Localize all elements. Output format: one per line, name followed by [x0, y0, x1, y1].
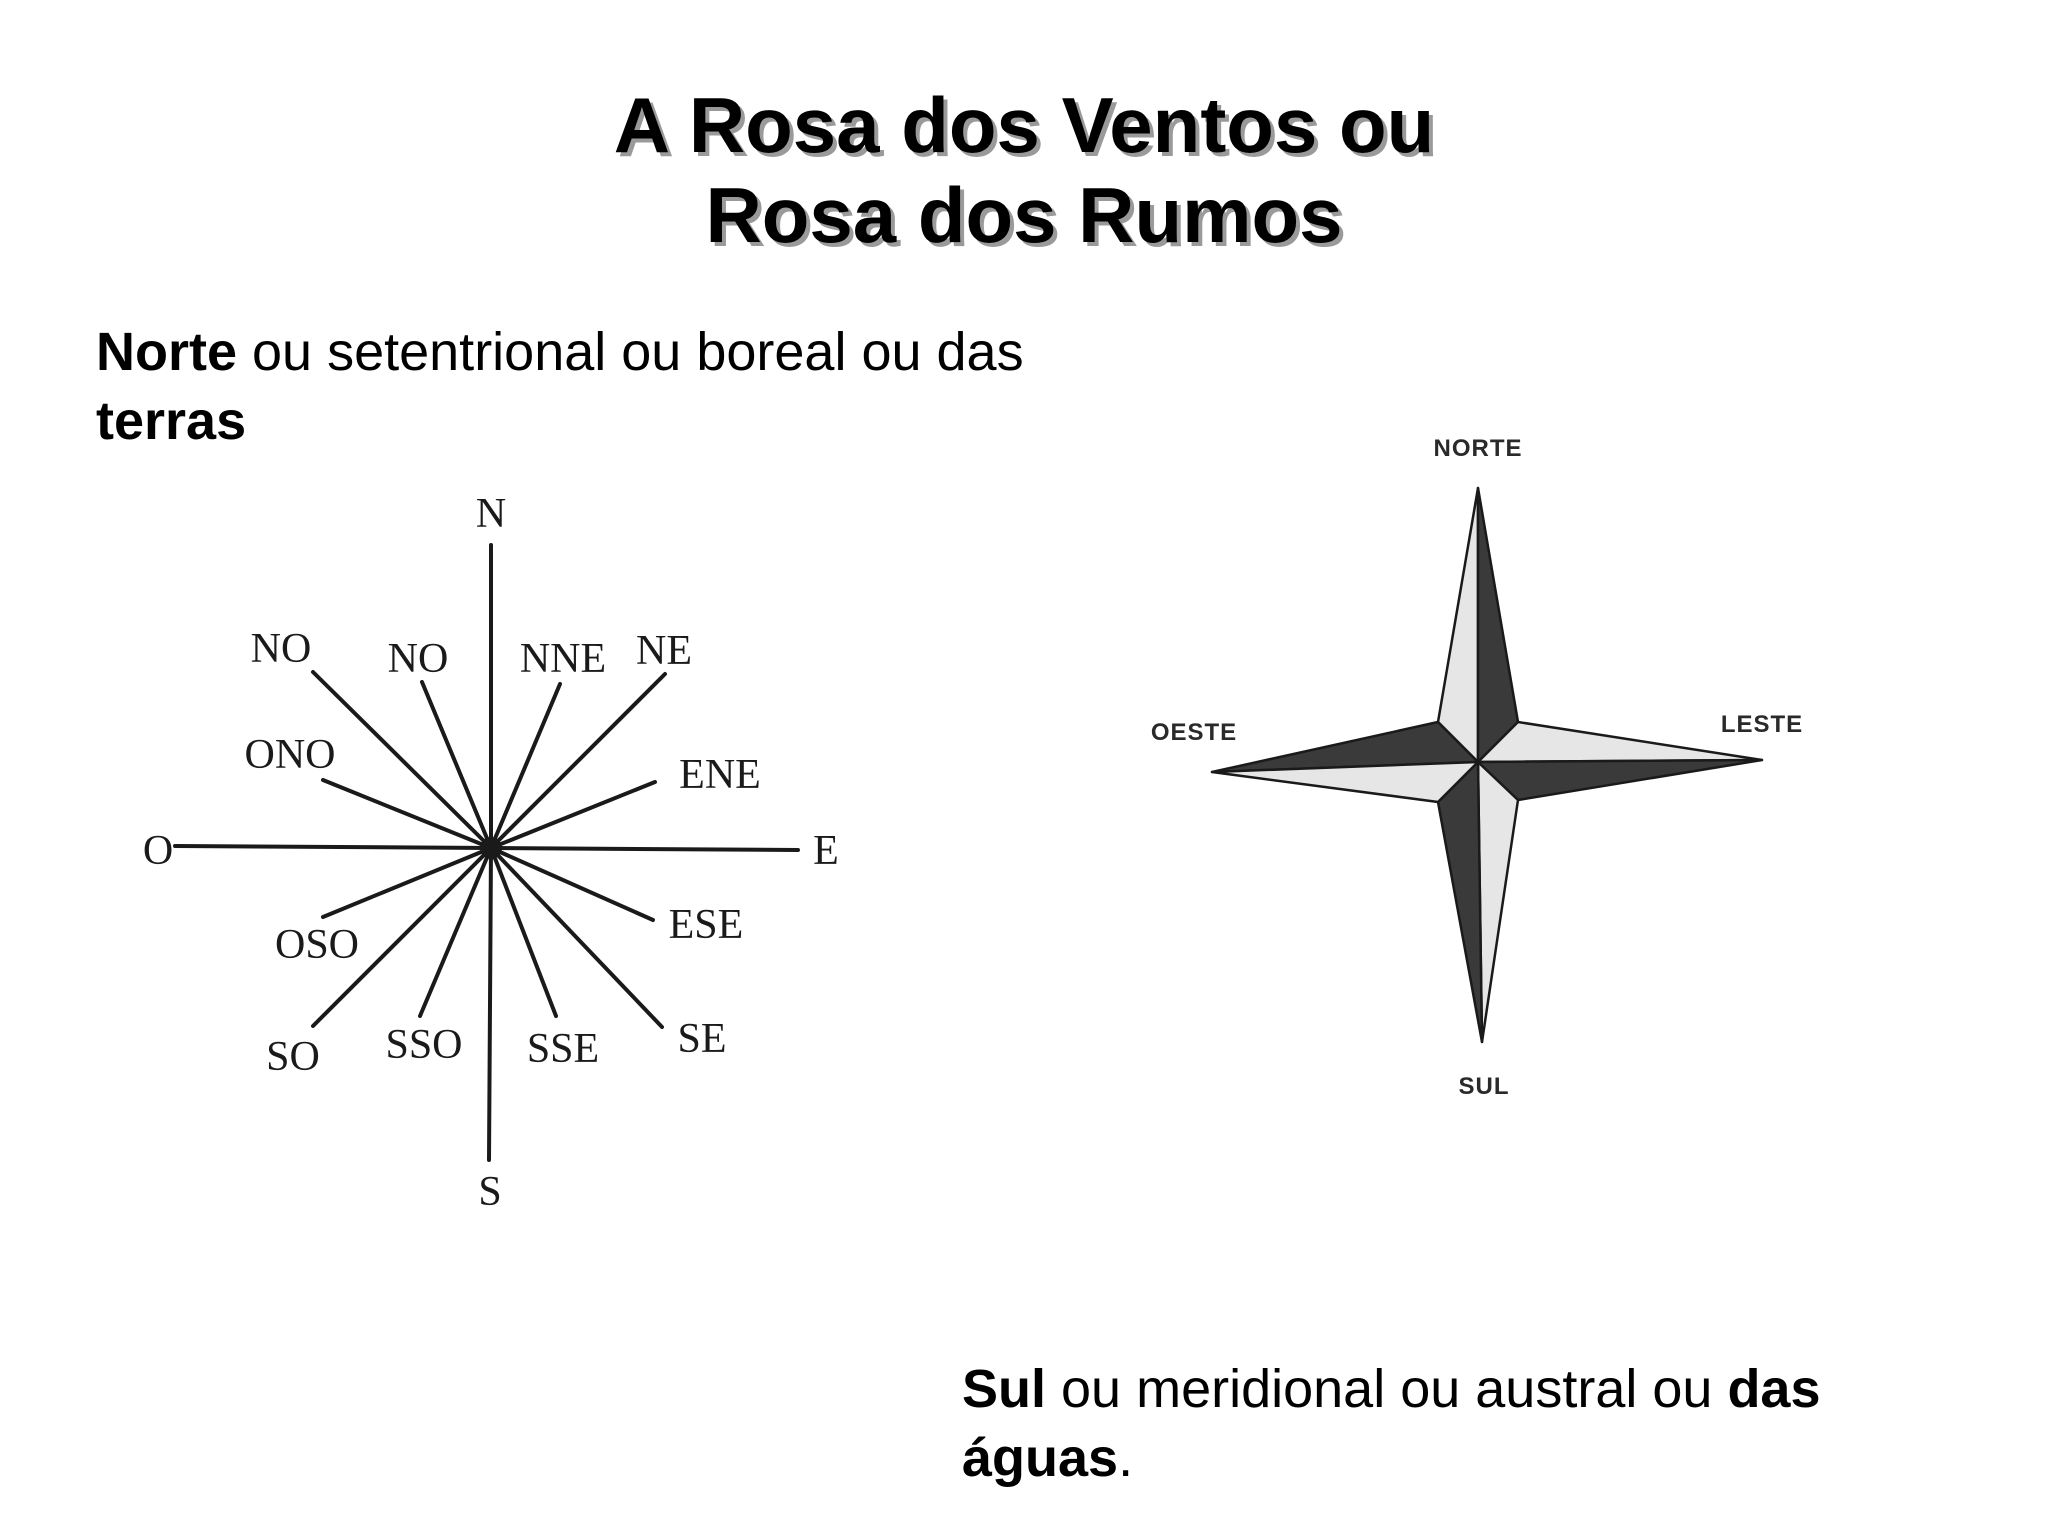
label-e: E — [813, 828, 839, 874]
spoke-south — [487, 846, 493, 1162]
label-nne: NNE — [520, 636, 606, 682]
star-south-light — [1476, 760, 1520, 1044]
spoke-west-southwest — [321, 846, 493, 919]
label-o: O — [143, 828, 173, 874]
spoke-north-northeast — [489, 682, 562, 850]
page-title: A Rosa dos Ventos ou Rosa dos Rumos — [0, 80, 2048, 260]
label-sso: SSO — [385, 1022, 462, 1068]
label-no-inner: NO — [388, 636, 449, 682]
spoke-southeast — [489, 846, 664, 1029]
spoke-northeast — [489, 672, 667, 850]
compass-labels: N S E O NO NO NNE NE ONO ENE OSO ESE SO … — [143, 491, 839, 1215]
label-leste: LESTE — [1721, 711, 1803, 738]
label-oeste: OESTE — [1151, 719, 1237, 746]
north-caption-bold-2: terras — [96, 391, 247, 451]
title-line-2: Rosa dos Rumos — [705, 171, 1343, 259]
label-sse: SSE — [527, 1026, 599, 1072]
south-caption: Sul ou meridional ou austral ou das água… — [962, 1355, 1962, 1493]
spoke-west-northwest — [321, 778, 493, 850]
south-caption-bold-2: das águas — [962, 1359, 1821, 1488]
south-caption-period: . — [1118, 1428, 1134, 1488]
spoke-south-southeast — [489, 846, 558, 1018]
label-ono: ONO — [245, 732, 336, 778]
label-n: N — [476, 491, 506, 537]
spoke-east-northeast — [489, 780, 657, 850]
label-so: SO — [266, 1034, 320, 1080]
label-ese: ESE — [669, 902, 744, 948]
star-east-light — [1476, 720, 1764, 764]
star-east-dark — [1476, 758, 1764, 802]
label-s: S — [478, 1169, 501, 1215]
spoke-west — [173, 844, 493, 850]
star-points — [1210, 486, 1764, 1044]
compass-spokes — [173, 543, 800, 1162]
star-west-light — [1210, 760, 1480, 804]
spoke-east — [489, 846, 800, 852]
star-north-dark — [1476, 486, 1520, 764]
star-south-dark — [1436, 760, 1484, 1044]
south-caption-bold-1: Sul — [962, 1359, 1047, 1419]
label-ne: NE — [636, 628, 692, 674]
title-line-1: A Rosa dos Ventos ou — [613, 81, 1435, 169]
north-caption-text: ou setentrional ou boreal ou das — [237, 322, 1024, 382]
star-labels: NORTE SUL LESTE OESTE — [1151, 435, 1803, 1100]
spoke-south-southwest — [418, 846, 493, 1018]
star-north-light — [1436, 486, 1480, 764]
spoke-southwest — [311, 846, 493, 1028]
spoke-northwest-outer — [311, 670, 493, 850]
spoke-northwest-inner — [420, 680, 493, 850]
label-oso: OSO — [275, 922, 359, 968]
label-sul: SUL — [1459, 1073, 1510, 1100]
spoke-east-southeast — [489, 846, 655, 922]
compass-center — [480, 837, 502, 859]
label-no-outer: NO — [251, 626, 312, 672]
label-ene: ENE — [679, 752, 761, 798]
label-norte: NORTE — [1434, 435, 1523, 462]
south-caption-text: ou meridional ou austral ou — [1046, 1359, 1728, 1419]
north-caption-bold-1: Norte — [96, 322, 238, 382]
label-se: SE — [677, 1016, 726, 1062]
north-caption: Norte ou setentrional ou boreal ou das t… — [96, 318, 1196, 456]
